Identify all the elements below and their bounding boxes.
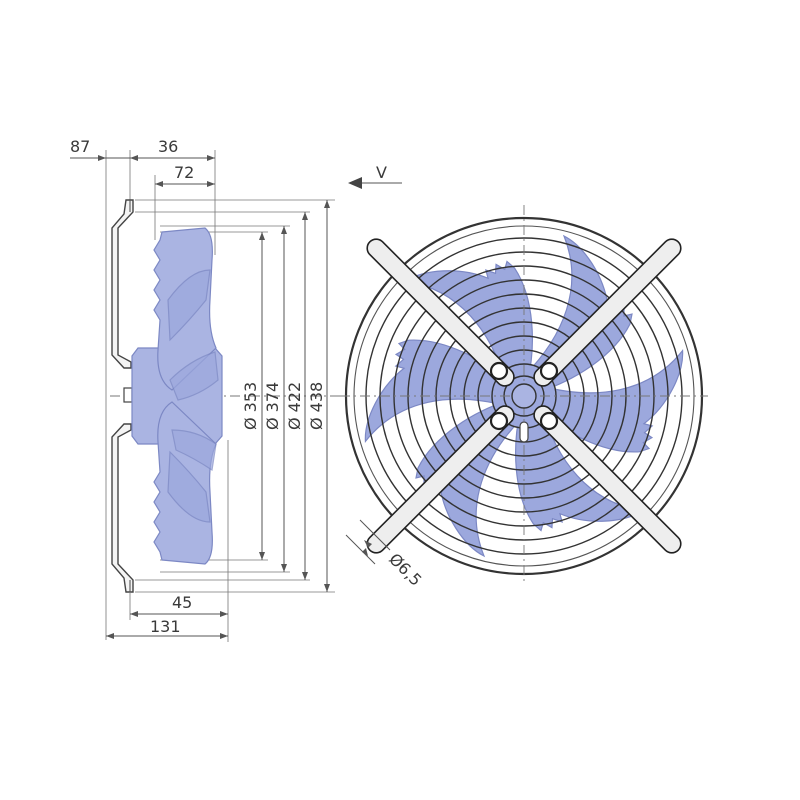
dim-diameter-353-label: Ø 353 (241, 382, 260, 430)
dim-131: 131 (106, 617, 228, 639)
bolt-hole (489, 361, 509, 381)
side-mounting-frame (111, 199, 134, 593)
dim-diameter-422: Ø 422 (285, 212, 308, 580)
dim-72: 72 (154, 163, 215, 240)
bolt-hole (539, 361, 559, 381)
dim-87: 87 (70, 137, 107, 640)
side-blade-upper (153, 227, 219, 401)
dim-131-label: 131 (150, 617, 181, 636)
dim-36: 36 (106, 137, 216, 255)
bolt-hole (489, 411, 509, 431)
dim-87-label: 87 (70, 137, 90, 156)
dim-diameter-438-label: Ø 438 (307, 382, 326, 430)
dim-diameter-438: Ø 438 (307, 200, 330, 592)
arrow-left-icon (348, 177, 362, 189)
dim-diameter-353: Ø 353 (241, 232, 265, 560)
hub-center (511, 383, 537, 409)
side-blade-lower (153, 401, 217, 565)
side-view: 87 36 72 (70, 137, 350, 642)
dim-45-label: 45 (172, 593, 192, 612)
dim-72-label: 72 (174, 163, 194, 182)
view-label: V (376, 163, 387, 182)
dim-45: 45 (129, 440, 229, 642)
dim-36-label: 36 (158, 137, 178, 156)
guard-mounting-bars (366, 238, 682, 554)
dim-diameter-374: Ø 374 (263, 226, 287, 572)
dim-hole-label: Ø6,5 (385, 549, 425, 589)
dim-diameter-422-label: Ø 422 (285, 382, 304, 430)
view-arrow: V (348, 163, 402, 189)
bolt-hole (539, 411, 559, 431)
dim-diameter-374-label: Ø 374 (263, 382, 282, 430)
front-view: V (330, 163, 718, 590)
